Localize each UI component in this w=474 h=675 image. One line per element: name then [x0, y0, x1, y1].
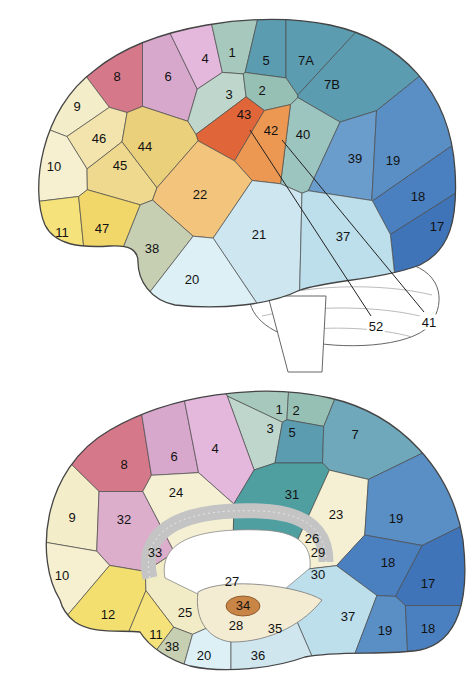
callout-number: 17 — [421, 577, 435, 590]
callout-number: 28 — [229, 619, 243, 632]
callout-number: 46 — [92, 132, 106, 145]
callout-number: 33 — [148, 546, 162, 559]
brainstem — [268, 296, 326, 372]
callout-number: 17 — [430, 220, 444, 233]
callout-number: 22 — [193, 188, 207, 201]
callout-number: 3 — [225, 88, 232, 101]
callout-number: 7 — [351, 428, 358, 441]
callout-number: 21 — [252, 228, 266, 241]
leader-line — [282, 140, 424, 312]
callout-number: 11 — [149, 628, 163, 641]
brodmann-area — [298, 191, 405, 372]
callout-number: 10 — [47, 160, 61, 173]
callout-number: 18 — [411, 190, 425, 203]
callout-number: 2 — [292, 404, 299, 417]
callout-number: 1 — [228, 46, 235, 59]
brodmann-area — [88, 236, 300, 372]
callout-number: 5 — [262, 54, 269, 67]
callout-number: 4 — [201, 52, 208, 65]
callout-number: 27 — [225, 575, 239, 588]
callout-number: 25 — [178, 606, 192, 619]
medial-outline — [46, 391, 465, 669]
brodmann-area — [275, 420, 324, 463]
callout-number: 8 — [120, 458, 127, 471]
callout-number: 23 — [329, 508, 343, 521]
callosum-hatch — [148, 511, 326, 578]
callout-number: 9 — [73, 100, 80, 113]
callout-number: 24 — [169, 486, 183, 499]
callout-number: 31 — [285, 488, 299, 501]
brodmann-area — [138, 627, 193, 675]
corpus-callosum — [148, 511, 326, 578]
callout-number: 36 — [251, 649, 265, 662]
callout-number: 8 — [113, 70, 120, 83]
brodmann-area — [405, 606, 474, 675]
callout-number: 7A — [298, 54, 314, 67]
callout-number: 44 — [138, 140, 152, 153]
callout-number: 30 — [311, 568, 325, 581]
callout-number: 40 — [296, 128, 310, 141]
callout-number: 35 — [268, 622, 282, 635]
brodmann-area — [0, 111, 87, 206]
callout-number: 3 — [266, 422, 273, 435]
callout-number: 34 — [236, 599, 250, 612]
callout-number: 9 — [68, 511, 75, 524]
callout-number: 6 — [170, 450, 177, 463]
callout-number: 41 — [420, 315, 438, 330]
brodmann-area — [154, 0, 222, 89]
brodmann-area — [111, 591, 174, 675]
brodmann-area — [0, 196, 92, 372]
callout-number: 18 — [421, 622, 435, 635]
callout-number: 39 — [348, 152, 362, 165]
callout-number: 19 — [386, 154, 400, 167]
callout-number: 20 — [185, 273, 199, 286]
callout-number: 26 — [305, 532, 319, 545]
callout-number: 18 — [381, 556, 395, 569]
callout-number: 37 — [336, 230, 350, 243]
callout-number: 42 — [264, 124, 278, 137]
brodmann-area — [347, 596, 409, 675]
brodmann-area — [308, 111, 376, 201]
lateral-outline — [39, 19, 456, 307]
medial-areas — [0, 372, 474, 675]
callout-number: 6 — [164, 70, 171, 83]
brodmann-area — [79, 190, 141, 327]
callout-number: 12 — [101, 608, 115, 621]
brodmann-area — [0, 0, 109, 137]
callout-number: 11 — [55, 226, 69, 239]
callout-number: 32 — [117, 513, 131, 526]
callout-number: 4 — [211, 442, 218, 455]
brodmann-area — [0, 394, 99, 551]
brodmann-area — [17, 565, 146, 675]
callout-number: 43 — [237, 108, 251, 121]
callout-number: 1 — [275, 403, 282, 416]
leader-line — [250, 130, 371, 316]
callout-number: 10 — [55, 569, 69, 582]
callout-number: 19 — [389, 512, 403, 525]
callout-number: 2 — [258, 84, 265, 97]
brodmann-area — [323, 372, 474, 479]
callout-number: 7B — [324, 78, 340, 91]
uncus — [226, 596, 260, 616]
callout-number: 45 — [113, 159, 127, 172]
hippocampal-region — [197, 584, 322, 642]
callout-number: 38 — [145, 242, 159, 255]
callout-number: 52 — [367, 319, 385, 334]
callout-number: 37 — [341, 610, 355, 623]
callout-number: 29 — [311, 546, 325, 559]
callout-number: 47 — [95, 222, 109, 235]
callout-number: 19 — [378, 624, 392, 637]
callout-number: 38 — [165, 640, 179, 653]
brodmann-area — [390, 182, 474, 372]
callout-number: 5 — [288, 426, 295, 439]
lateral-areas — [0, 0, 474, 372]
brodmann-area — [245, 0, 286, 78]
callout-number: 20 — [197, 649, 211, 662]
